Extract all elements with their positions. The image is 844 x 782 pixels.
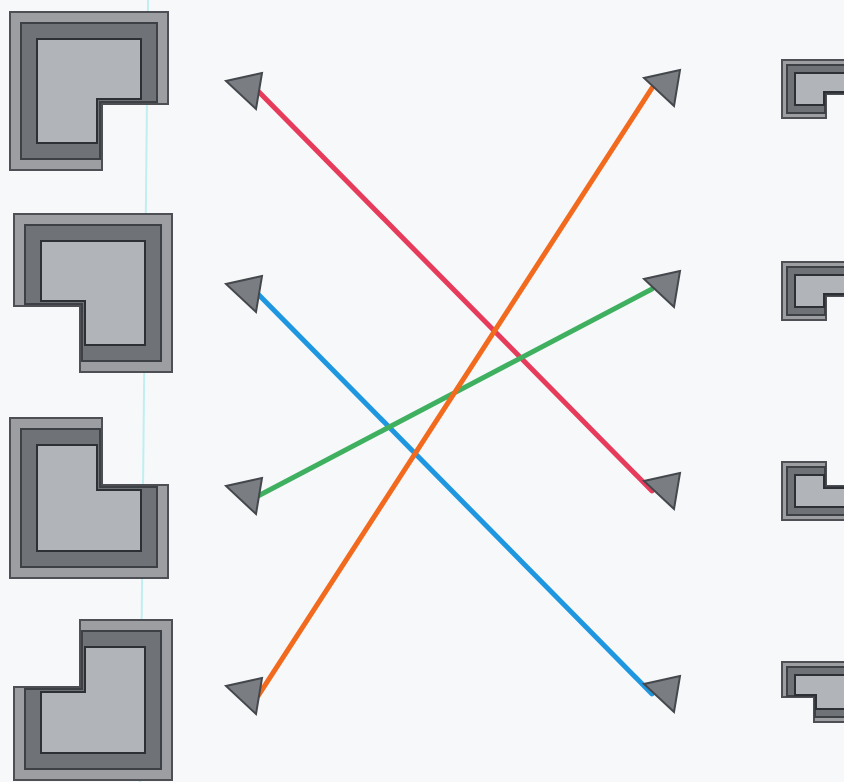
left-shape-4 [14, 620, 172, 780]
connection-line-1 [258, 91, 652, 491]
left-shape-4-layer-3 [41, 647, 145, 753]
right-shape-2 [782, 262, 844, 320]
left-pointer-2-icon[interactable] [226, 276, 262, 312]
left-shape-3-layer-3 [37, 445, 141, 551]
left-pointer-3-icon[interactable] [226, 478, 262, 514]
left-pointer-4-icon[interactable] [226, 678, 262, 714]
left-pointer-1-icon[interactable] [226, 73, 262, 109]
right-shape-1 [782, 60, 844, 118]
left-shape-2-layer-3 [41, 241, 145, 345]
left-shape-1 [10, 12, 168, 170]
right-shape-4-layer-3 [795, 675, 844, 709]
left-shape-1-layer-3 [37, 39, 141, 143]
right-shape-3 [782, 462, 844, 520]
right-shape-4 [782, 662, 844, 722]
left-shape-2 [14, 214, 172, 372]
right-shape-2-layer-3 [795, 275, 844, 307]
right-shape-3-layer-3 [795, 475, 844, 507]
right-shape-1-layer-3 [795, 73, 844, 105]
connection-line-4 [258, 88, 652, 696]
connection-line-2 [258, 294, 652, 694]
